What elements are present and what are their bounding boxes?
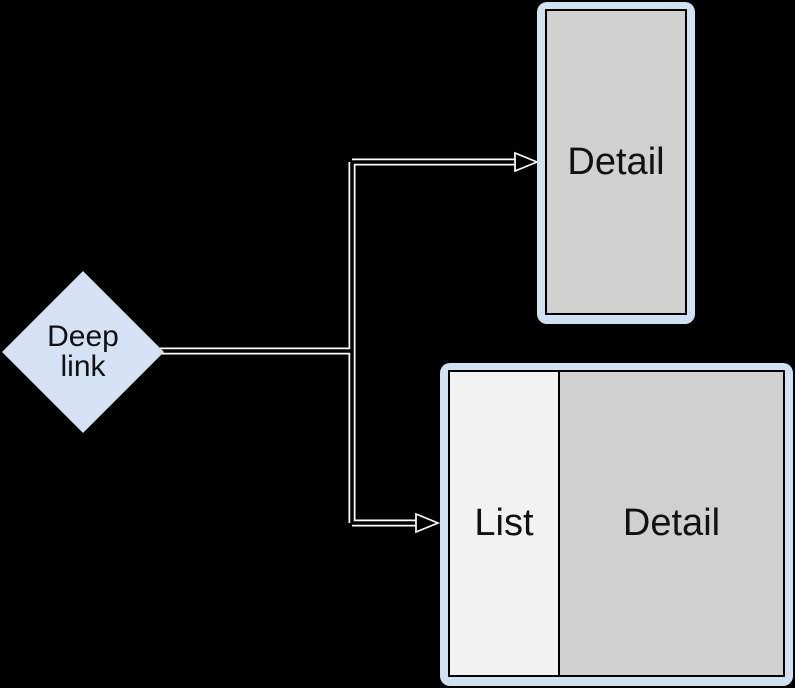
diamond-shape xyxy=(2,271,164,433)
landscape-list-pane: List xyxy=(450,372,560,675)
landscape-device-frame: List Detail xyxy=(440,363,793,686)
arrowhead-icon xyxy=(514,151,540,173)
landscape-list-label: List xyxy=(474,502,534,544)
portrait-device-screen: Detail xyxy=(545,9,687,315)
portrait-device-frame: Detail xyxy=(537,2,695,324)
deep-link-label: Deep link xyxy=(47,320,119,383)
decision-node-deep-link: Deep link xyxy=(2,271,164,433)
landscape-detail-label: Detail xyxy=(622,502,721,544)
arrowhead-icon xyxy=(415,512,441,534)
portrait-detail-pane: Detail xyxy=(547,11,685,313)
portrait-detail-label: Detail xyxy=(567,140,665,183)
landscape-detail-pane: Detail xyxy=(560,372,783,675)
landscape-device-screen: List Detail xyxy=(448,370,785,677)
connector-core xyxy=(160,160,520,525)
